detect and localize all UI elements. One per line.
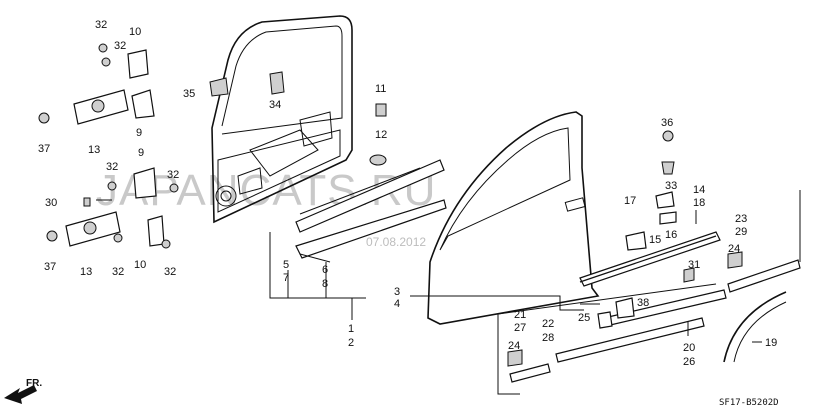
callout-26: 26 (683, 356, 695, 368)
callout-31: 31 (688, 259, 700, 271)
callout-32: 32 (112, 266, 124, 278)
callout-32: 32 (106, 161, 118, 173)
callout-14: 14 (693, 184, 705, 196)
callout-9: 9 (138, 147, 144, 159)
callout-13: 13 (88, 144, 100, 156)
callout-33: 33 (665, 180, 677, 192)
leader-lines (96, 190, 801, 395)
part-callouts: 32 10 32 35 34 11 12 37 13 9 32 9 32 30 … (38, 19, 777, 368)
callout-28: 28 (542, 332, 554, 344)
callout-23: 23 (735, 213, 747, 225)
callout-37: 37 (44, 261, 56, 273)
callout-25: 25 (578, 312, 590, 324)
callout-12: 12 (375, 129, 387, 141)
callout-5: 5 (283, 259, 289, 271)
door-inner-panel (211, 15, 353, 224)
front-direction-label: FR. (26, 378, 42, 389)
callout-7: 7 (283, 272, 289, 284)
callout-2: 2 (348, 337, 354, 349)
callout-3: 3 (394, 286, 400, 298)
watermark-date: 07.08.2012 (366, 235, 426, 249)
front-direction-arrow: FR. (4, 378, 42, 404)
callout-22: 22 (542, 318, 554, 330)
door-moldings (509, 231, 801, 383)
callout-38: 38 (637, 297, 649, 309)
door-outer-panel (427, 111, 600, 325)
callout-16: 16 (665, 229, 677, 241)
callout-13: 13 (80, 266, 92, 278)
callout-32: 32 (167, 169, 179, 181)
callout-21: 21 (514, 309, 526, 321)
callout-4: 4 (394, 298, 400, 310)
callout-24: 24 (728, 243, 740, 255)
callout-15: 15 (649, 234, 661, 246)
callout-9: 9 (136, 127, 142, 139)
callout-8: 8 (322, 278, 328, 290)
callout-34: 34 (269, 99, 281, 111)
callout-10: 10 (134, 259, 146, 271)
callout-30: 30 (45, 197, 57, 209)
callout-32: 32 (114, 40, 126, 52)
callout-29: 29 (735, 226, 747, 238)
diagram-code: SF17-B5202D (719, 398, 779, 408)
callout-11: 11 (375, 83, 386, 95)
callout-32: 32 (164, 266, 176, 278)
callout-35: 35 (183, 88, 195, 100)
callout-10: 10 (129, 26, 141, 38)
callout-27: 27 (514, 322, 526, 334)
callout-19: 19 (765, 337, 777, 349)
callout-20: 20 (683, 342, 695, 354)
door-sill-strip (295, 159, 447, 263)
callout-24: 24 (508, 340, 520, 352)
callout-1: 1 (348, 323, 354, 335)
callout-36: 36 (661, 117, 673, 129)
small-parts (38, 43, 743, 367)
callout-37: 37 (38, 143, 50, 155)
callout-32: 32 (95, 19, 107, 31)
callout-6: 6 (322, 264, 328, 276)
callout-17: 17 (624, 195, 636, 207)
callout-18: 18 (693, 197, 705, 209)
